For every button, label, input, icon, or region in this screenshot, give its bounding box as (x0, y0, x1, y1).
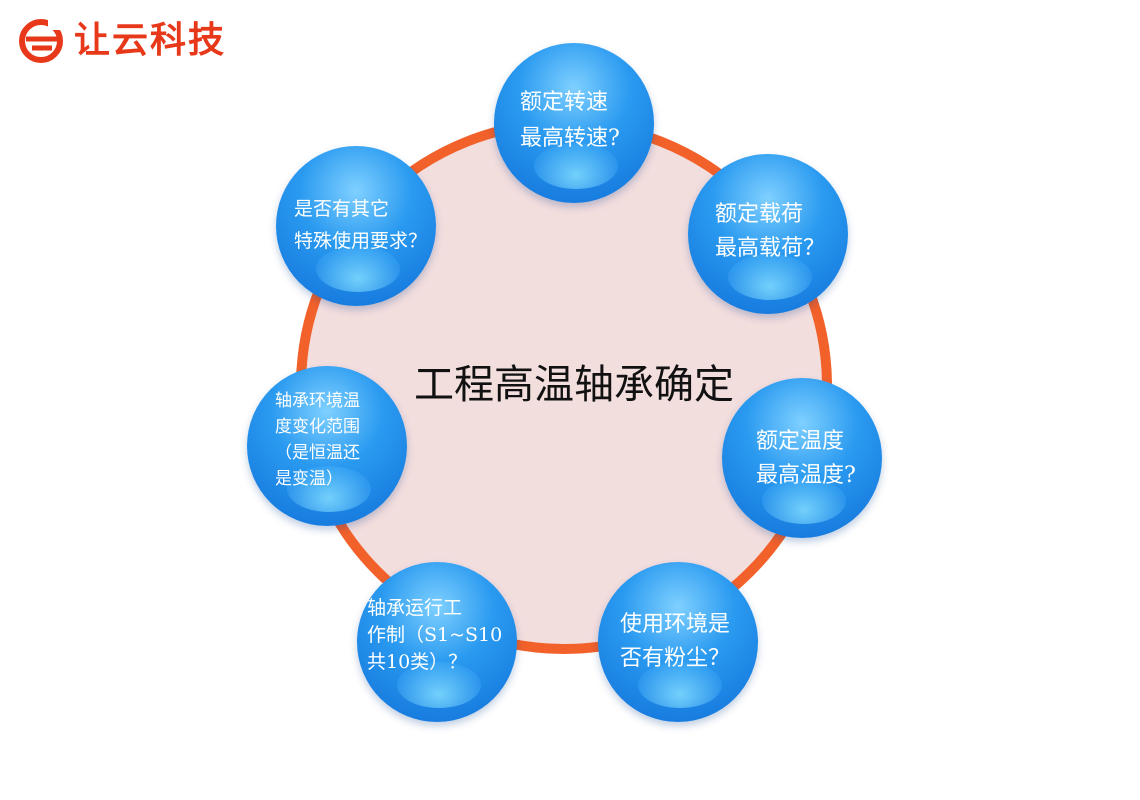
center-title: 工程高温轴承确定 (414, 362, 734, 408)
bubble-line: 否有粉尘？ (620, 646, 731, 671)
bubble-text: 额定载荷 最高载荷？ (715, 198, 848, 266)
bubble-rated-load: 额定载荷 最高载荷？ (688, 154, 848, 314)
bubble-special-requirements: 是否有其它 特殊使用要求？ (276, 146, 436, 306)
bubble-line: 最高温度? (756, 463, 856, 488)
bubble-line: （是恒温还 (275, 443, 360, 463)
bubble-line: 度变化范围 (275, 417, 360, 437)
bubble-line: 轴承运行工 (367, 597, 463, 619)
bubble-line: 是变温） (275, 469, 343, 489)
bubble-text: 使用环境是 否有粉尘？ (620, 608, 758, 676)
bubble-line: 是否有其它 (294, 198, 390, 220)
bubble-text: 轴承运行工 作制（S1~S10 共10类）？ (367, 595, 517, 676)
bubble-rated-speed: 额定转速 最高转速? (494, 43, 654, 203)
bubble-line: 使用环境是 (620, 612, 731, 637)
bubble-duty-type: 轴承运行工 作制（S1~S10 共10类）？ (357, 562, 517, 722)
bubble-dust-environment: 使用环境是 否有粉尘？ (598, 562, 758, 722)
bubble-line: 最高转速? (520, 126, 620, 151)
bubble-text: 轴承环境温 度变化范围 （是恒温还 是变温） (275, 388, 407, 492)
bubble-line: 额定温度 (756, 429, 845, 454)
bubble-rated-temperature: 额定温度 最高温度? (722, 378, 882, 538)
bubble-temperature-range: 轴承环境温 度变化范围 （是恒温还 是变温） (247, 366, 407, 526)
bubble-line: 轴承环境温 (275, 391, 360, 411)
bubble-line: 特殊使用要求？ (294, 230, 428, 252)
bubble-line: 最高载荷？ (715, 236, 826, 261)
bubble-line: 额定载荷 (715, 202, 804, 227)
bubble-text: 额定转速 最高转速? (520, 85, 654, 157)
bubble-line: 额定转速 (520, 90, 609, 115)
logo-text: 让云科技 (74, 20, 227, 61)
logo-mark-icon (19, 18, 66, 63)
bubble-text: 额定温度 最高温度? (756, 425, 882, 493)
company-logo: 让云科技 (18, 18, 226, 64)
bubble-line: 作制（S1~S10 (367, 624, 503, 646)
bubble-text: 是否有其它 特殊使用要求？ (294, 193, 436, 257)
bubble-line: 共10类）？ (367, 651, 468, 673)
